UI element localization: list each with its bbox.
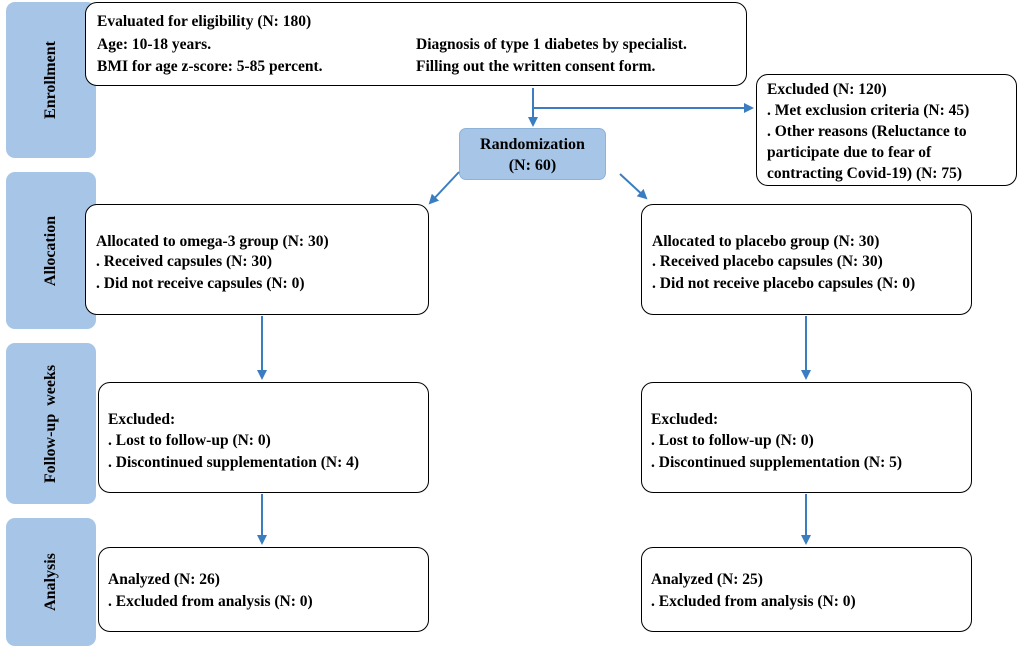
right-alloc-title: Allocated to placebo group (N: 30) (652, 233, 880, 250)
right-an-line-1: . Excluded from analysis (N: 0) (651, 593, 856, 610)
excluded-line-1: . Met exclusion criteria (N: 45) (767, 102, 970, 119)
eligibility-text: Evaluated for eligibility (N: 180) (97, 13, 312, 30)
right-followup-box: Excluded: . Lost to follow-up (N: 0) . D… (641, 382, 972, 493)
excluded-line-4: contracting Covid-19) (N: 75) (767, 165, 963, 182)
left-fu-line-2: . Discontinued supplementation (N: 4) (108, 454, 360, 471)
left-an-title: Analyzed (N: 26) (108, 571, 220, 588)
arrow-rand-to-right (619, 173, 648, 200)
right-fu-title: Excluded: (651, 411, 719, 428)
right-fu-line-2: . Discontinued supplementation (N: 5) (651, 454, 903, 471)
left-alloc-line-2: . Did not receive capsules (N: 0) (96, 275, 305, 292)
enrollment-box: Evaluated for eligibility (N: 180) Age: … (85, 2, 747, 86)
randomization-title: Randomization (480, 136, 585, 153)
left-fu-title: Excluded: (108, 411, 176, 428)
excluded-title: Excluded (N: 120) (767, 81, 887, 98)
bmi-criterion: BMI for age z-score: 5-85 percent. (97, 58, 323, 75)
stage-enrollment: Enrollment (6, 2, 96, 158)
right-alloc-line-2: . Did not receive placebo capsules (N: 0… (652, 275, 916, 292)
randomization-count: (N: 60) (508, 157, 557, 174)
consent-criterion: Filling out the written consent form. (416, 58, 656, 75)
left-alloc-line-1: . Received capsules (N: 30) (96, 253, 273, 270)
left-followup-box: Excluded: . Lost to follow-up (N: 0) . D… (98, 382, 429, 493)
left-allocation-box: Allocated to omega-3 group (N: 30) . Rec… (85, 204, 429, 315)
left-an-line-1: . Excluded from analysis (N: 0) (108, 593, 313, 610)
excluded-line-2: . Other reasons (Reluctance to (767, 123, 967, 140)
stage-allocation: Allocation (6, 172, 96, 329)
right-allocation-box: Allocated to placebo group (N: 30) . Rec… (641, 204, 972, 315)
stage-analysis: Analysis (6, 518, 96, 646)
stage-followup: Follow-up weeks (6, 343, 96, 504)
randomization-box: Randomization (N: 60) (459, 128, 606, 180)
right-fu-line-1: . Lost to follow-up (N: 0) (651, 432, 814, 449)
left-fu-line-1: . Lost to follow-up (N: 0) (108, 432, 271, 449)
diagnosis-criterion: Diagnosis of type 1 diabetes by speciali… (416, 36, 687, 53)
left-analysis-box: Analyzed (N: 26) . Excluded from analysi… (98, 547, 429, 632)
right-analysis-box: Analyzed (N: 25) . Excluded from analysi… (641, 547, 972, 632)
right-alloc-line-1: . Received placebo capsules (N: 30) (652, 253, 883, 270)
age-criterion: Age: 10-18 years. (97, 36, 212, 53)
right-an-title: Analyzed (N: 25) (651, 571, 763, 588)
excluded-line-3: participate due to fear of (767, 144, 932, 161)
excluded-box: Excluded (N: 120) . Met exclusion criter… (756, 74, 1017, 186)
arrow-rand-to-left (428, 171, 460, 205)
left-alloc-title: Allocated to omega-3 group (N: 30) (96, 233, 329, 250)
